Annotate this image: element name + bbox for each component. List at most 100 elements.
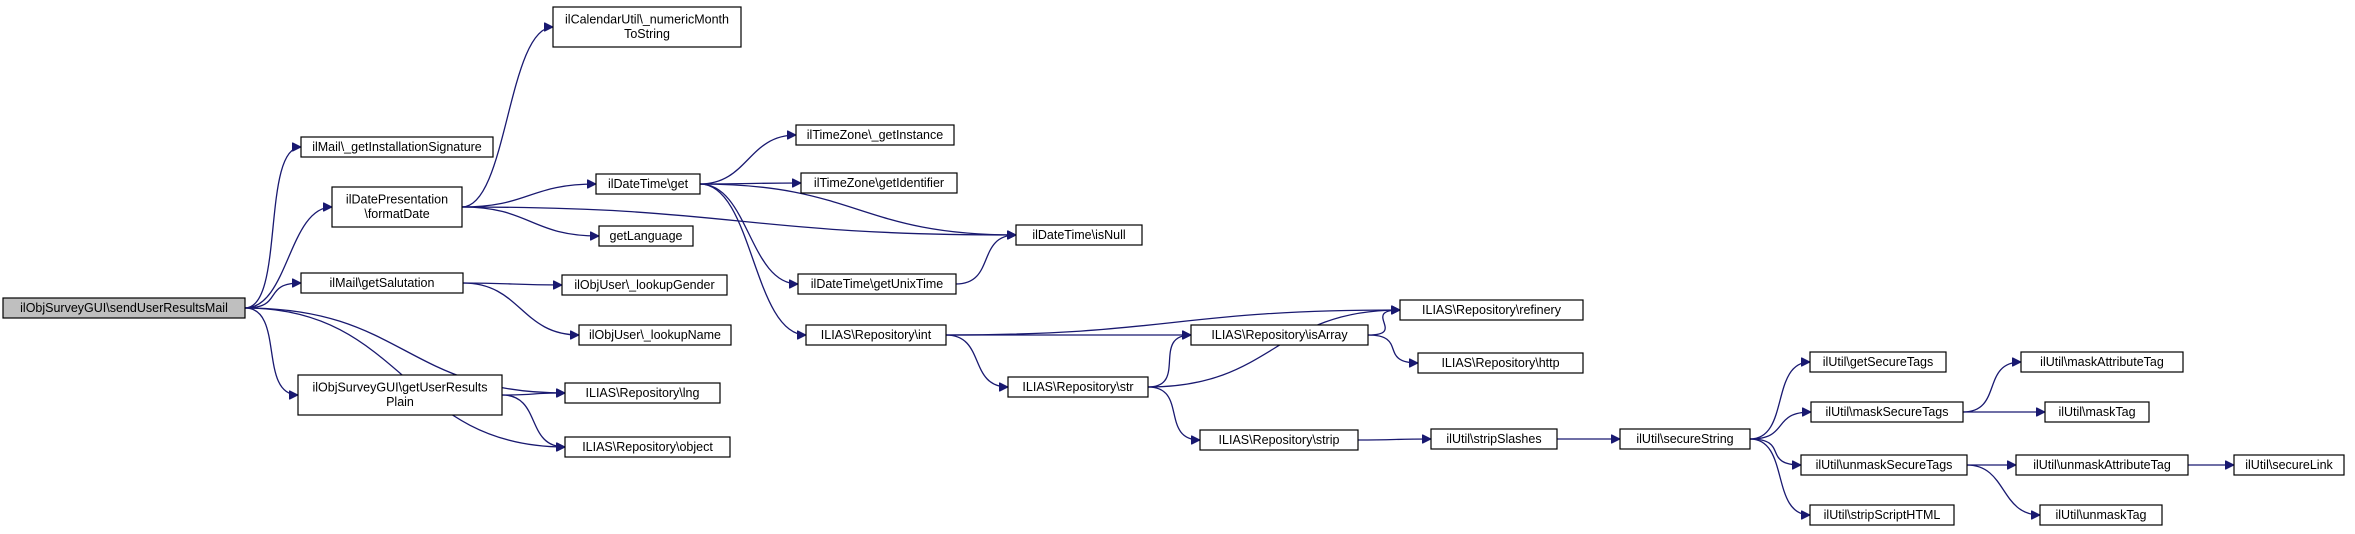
node-box <box>578 324 732 346</box>
node-tzGetIdentifier[interactable]: ilTimeZone\getIdentifier <box>800 172 958 194</box>
node-refinery[interactable]: ILIAS\Repository\refinery <box>1399 299 1584 321</box>
node-label: ilDateTime\isNull <box>1032 228 1125 242</box>
node-box <box>2044 401 2150 423</box>
node-unmaskAttributeTag[interactable]: ilUtil\unmaskAttributeTag <box>2015 454 2189 476</box>
node-label: ilTimeZone\_getInstance <box>807 128 943 142</box>
edge-root-to-getUserResultsPlain <box>244 307 298 395</box>
node-label: ilDateTime\get <box>608 177 689 191</box>
node-box <box>598 225 694 247</box>
node-label: ilUtil\stripScriptHTML <box>1824 508 1941 522</box>
node-box <box>1809 351 1947 373</box>
node-label: ilTimeZone\getIdentifier <box>814 176 944 190</box>
node-box <box>564 382 721 404</box>
node-maskSecureTags[interactable]: ilUtil\maskSecureTags <box>1810 401 1964 423</box>
node-label: ilObjSurveyGUI\sendUserResultsMail <box>20 301 228 315</box>
node-box <box>805 324 947 346</box>
node-box <box>1810 401 1964 423</box>
node-box <box>2020 351 2184 373</box>
node-getSecureTags[interactable]: ilUtil\getSecureTags <box>1809 351 1947 373</box>
node-secureString[interactable]: ilUtil\secureString <box>1619 428 1751 450</box>
node-label: ILIAS\Repository\refinery <box>1422 303 1562 317</box>
edge-repoStr-to-strip <box>1147 386 1200 440</box>
node-label: ilUtil\unmaskSecureTags <box>1816 458 1953 472</box>
node-box <box>1619 428 1751 450</box>
edge-isArray-to-refinery <box>1367 310 1400 336</box>
node-isArray[interactable]: ILIAS\Repository\isArray <box>1190 324 1369 346</box>
node-box <box>1015 224 1143 246</box>
node-box <box>331 186 463 228</box>
node-label: ilDateTime\getUnixTime <box>811 277 943 291</box>
node-box <box>1190 324 1369 346</box>
node-box <box>1417 352 1584 374</box>
node-http[interactable]: ILIAS\Repository\http <box>1417 352 1584 374</box>
node-box <box>2015 454 2189 476</box>
edge-root-to-getInstSig <box>244 147 302 309</box>
node-stripScriptHTML[interactable]: ilUtil\stripScriptHTML <box>1809 504 1955 526</box>
node-secureLink[interactable]: ilUtil\secureLink <box>2233 454 2345 476</box>
node-label: ilUtil\maskAttributeTag <box>2040 355 2164 369</box>
edge-dtGet-to-tzGetInstance <box>699 135 796 185</box>
node-label: ILIAS\Repository\lng <box>586 386 700 400</box>
node-getLanguage[interactable]: getLanguage <box>598 225 694 247</box>
node-label: ilObjSurveyGUI\getUserResults <box>312 381 487 395</box>
edge-layer <box>244 27 2234 515</box>
node-label: ilMail\getSalutation <box>330 276 435 290</box>
edge-repoInt-to-repoStr <box>945 334 1008 387</box>
node-getInstSig[interactable]: ilMail\_getInstallationSignature <box>300 136 494 158</box>
node-unmaskTag[interactable]: ilUtil\unmaskTag <box>2039 504 2163 526</box>
node-box <box>800 172 958 194</box>
node-maskTag[interactable]: ilUtil\maskTag <box>2044 401 2150 423</box>
edge-formatDate-to-isNull <box>461 206 1016 235</box>
edge-getUserResultsPlain-to-object <box>501 394 565 447</box>
node-box <box>2233 454 2345 476</box>
edge-root-to-getSalutation <box>244 283 301 309</box>
node-isNull[interactable]: ilDateTime\isNull <box>1015 224 1143 246</box>
node-box <box>300 136 494 158</box>
node-label: ILIAS\Repository\strip <box>1219 433 1340 447</box>
node-formatDate[interactable]: ilDatePresentation\formatDate <box>331 186 463 228</box>
node-box <box>561 274 728 296</box>
node-stripSlashes[interactable]: ilUtil\stripSlashes <box>1430 428 1558 450</box>
node-label: ILIAS\Repository\str <box>1022 380 1133 394</box>
node-label: ilUtil\secureLink <box>2245 458 2333 472</box>
node-root[interactable]: ilObjSurveyGUI\sendUserResultsMail <box>2 297 246 319</box>
node-lookupGender[interactable]: ilObjUser\_lookupGender <box>561 274 728 296</box>
node-box <box>1399 299 1584 321</box>
node-label: ilUtil\unmaskAttributeTag <box>2033 458 2171 472</box>
node-box <box>2 297 246 319</box>
node-label: ilCalendarUtil\_numericMonth <box>565 13 729 27</box>
edge-dtGet-to-getUnixTime <box>699 183 798 284</box>
node-object[interactable]: ILIAS\Repository\object <box>564 436 731 458</box>
edge-formatDate-to-numericMonth <box>461 27 553 208</box>
node-strip[interactable]: ILIAS\Repository\strip <box>1199 429 1359 451</box>
node-label: \formatDate <box>364 207 429 221</box>
edge-isArray-to-http <box>1367 334 1418 363</box>
node-label: ILIAS\Repository\int <box>821 328 932 342</box>
node-dtGet[interactable]: ilDateTime\get <box>595 173 701 195</box>
node-getSalutation[interactable]: ilMail\getSalutation <box>300 272 464 294</box>
node-box <box>1430 428 1558 450</box>
node-lng[interactable]: ILIAS\Repository\lng <box>564 382 721 404</box>
node-unmaskSecureTags[interactable]: ilUtil\unmaskSecureTags <box>1800 454 1968 476</box>
node-box <box>297 374 503 416</box>
node-label: getLanguage <box>610 229 683 243</box>
node-maskAttributeTag[interactable]: ilUtil\maskAttributeTag <box>2020 351 2184 373</box>
node-repoInt[interactable]: ILIAS\Repository\int <box>805 324 947 346</box>
node-getUnixTime[interactable]: ilDateTime\getUnixTime <box>797 273 957 295</box>
node-box <box>795 124 955 146</box>
node-label: ilMail\_getInstallationSignature <box>312 140 482 154</box>
edge-secureString-to-stripScriptHTML <box>1749 438 1810 515</box>
node-box <box>1199 429 1359 451</box>
node-tzGetInstance[interactable]: ilTimeZone\_getInstance <box>795 124 955 146</box>
node-label: ILIAS\Repository\object <box>582 440 713 454</box>
edge-root-to-lng <box>244 307 565 393</box>
node-repoStr[interactable]: ILIAS\Repository\str <box>1007 376 1149 398</box>
edge-getUserResultsPlain-to-lng <box>501 393 565 395</box>
node-label: ilObjUser\_lookupGender <box>574 278 714 292</box>
node-lookupName[interactable]: ilObjUser\_lookupName <box>578 324 732 346</box>
node-label: ilUtil\unmaskTag <box>2055 508 2146 522</box>
edge-unmaskSecureTags-to-unmaskTag <box>1966 464 2040 515</box>
